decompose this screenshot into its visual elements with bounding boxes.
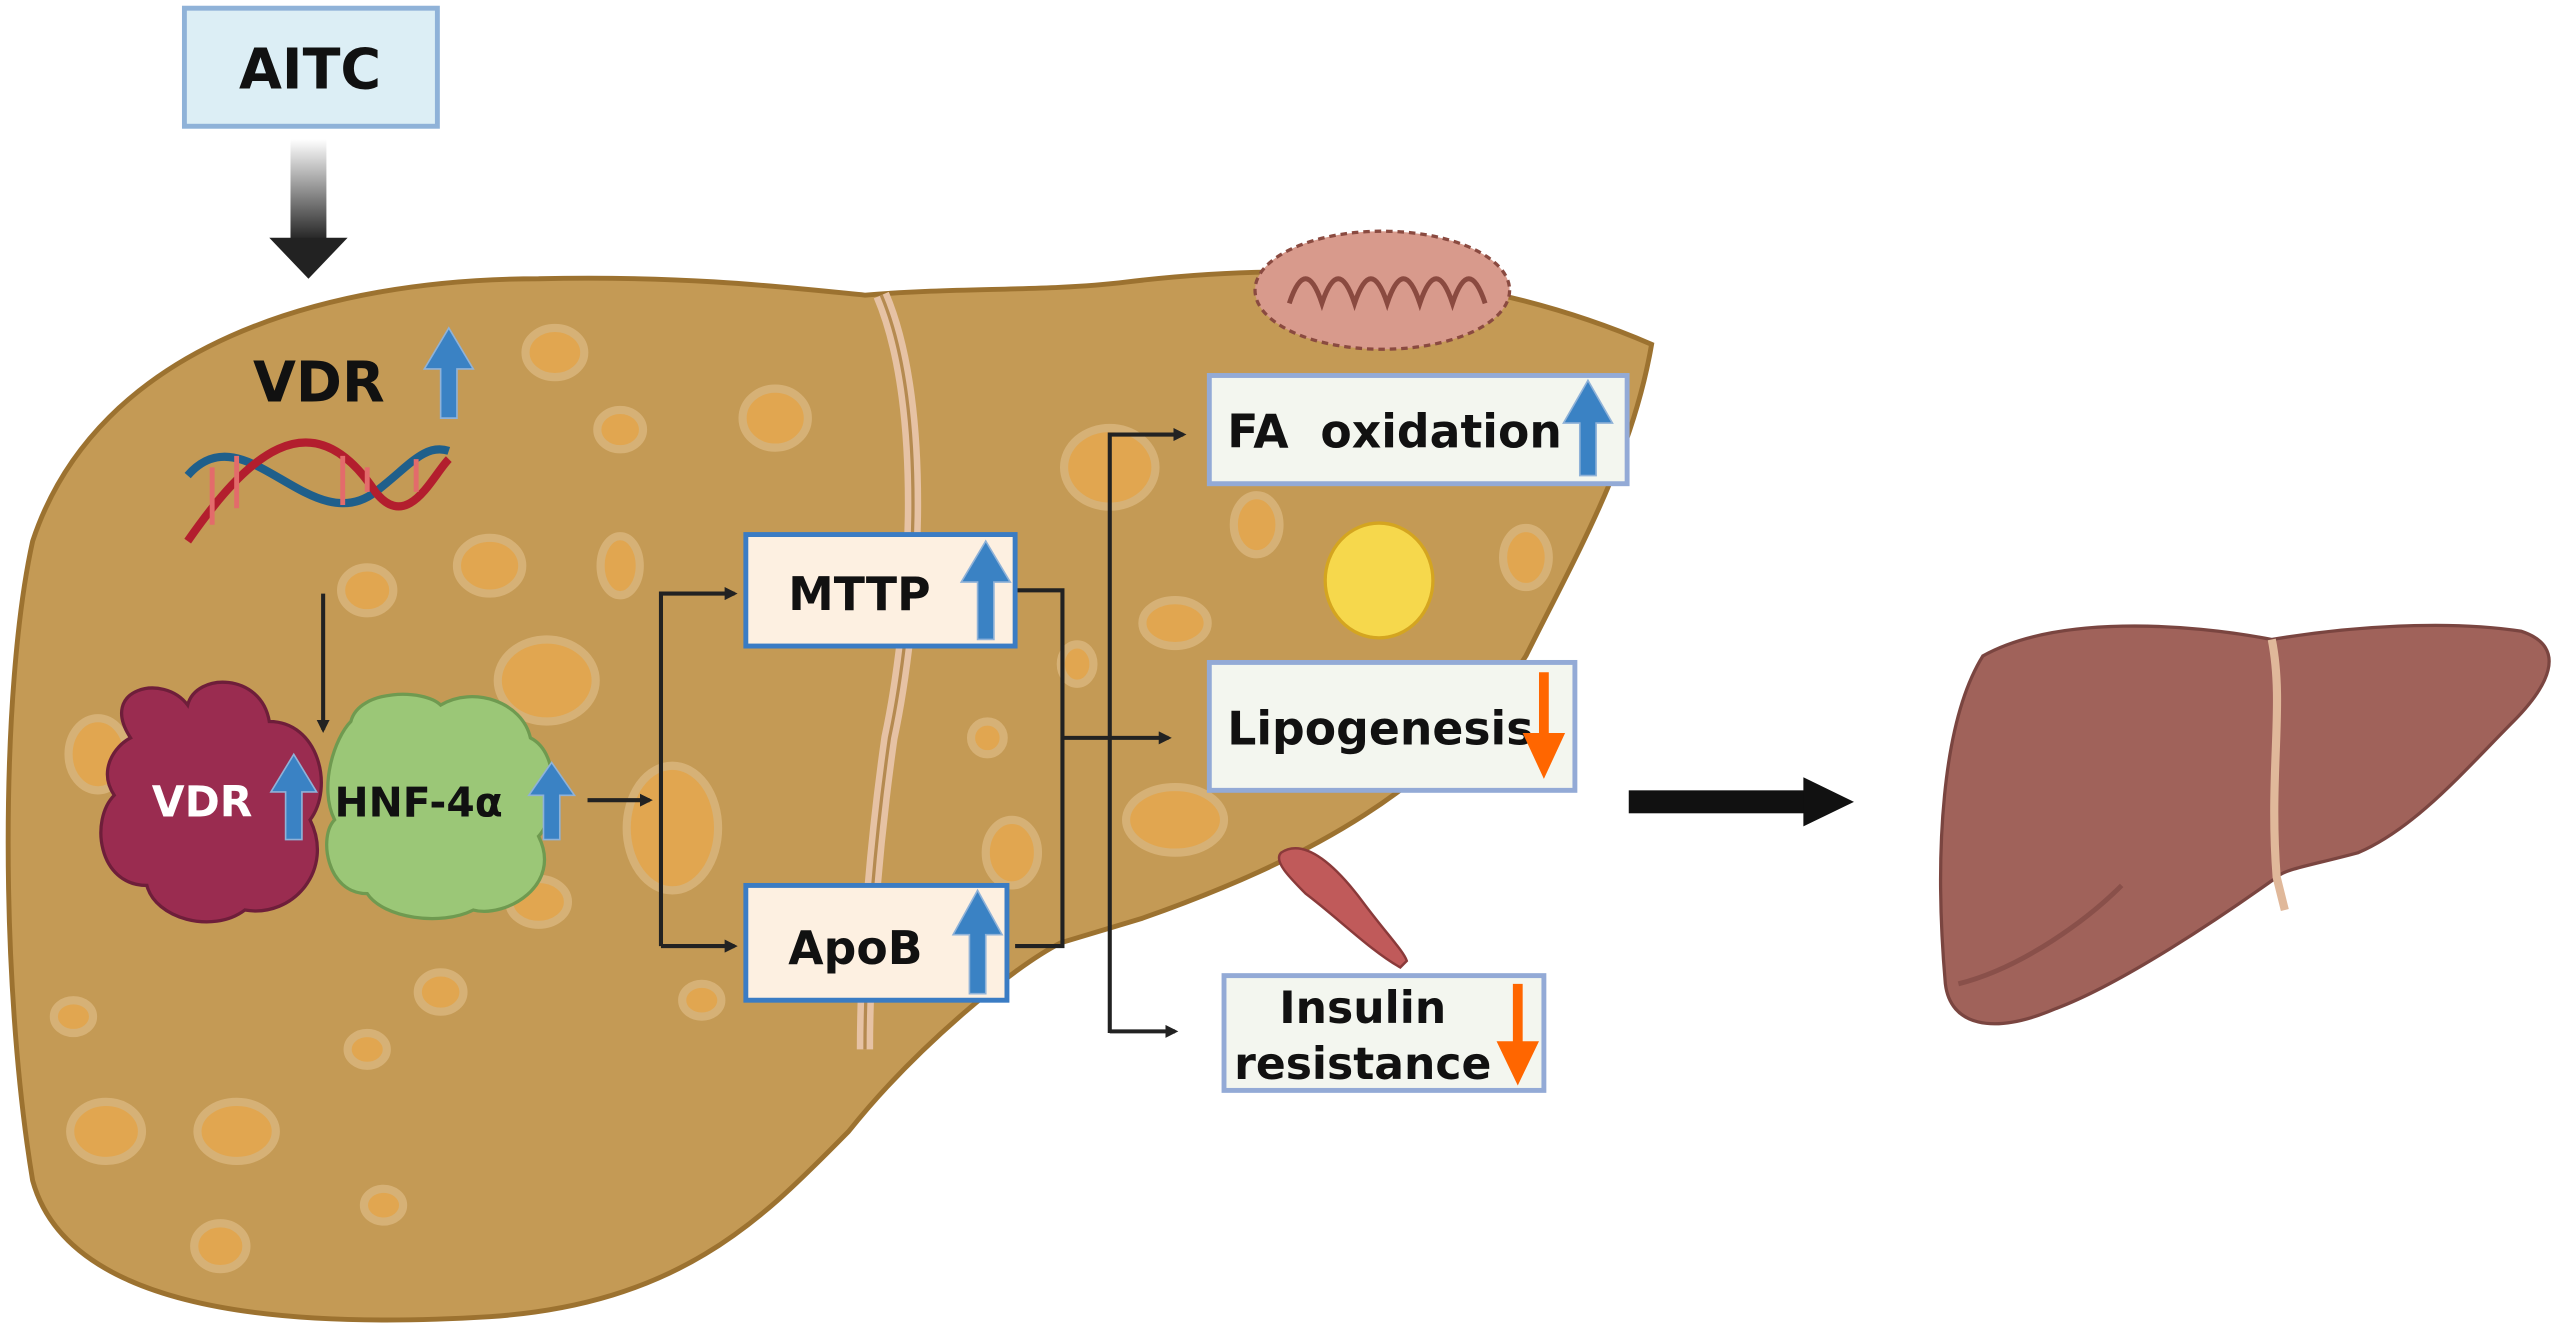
down-arrow-icon [1496,983,1539,1086]
lipogenesis-box: Lipogenesis [1206,659,1578,793]
up-arrow-icon [951,888,1004,995]
lipogenesis-label: Lipogenesis [1227,701,1533,755]
apob-box: ApoB [743,882,1010,1003]
up-arrow-icon [527,761,577,841]
fatty-liver-illustration [5,229,1655,1323]
lipid-droplet-icon [1323,521,1435,640]
fa-oxidation-label: FA oxidation [1227,405,1562,459]
muscle-icon [1277,847,1409,969]
up-arrow-icon [422,326,475,419]
aitc-down-arrow [269,139,348,279]
fa-oxidation-box: FA oxidation [1206,373,1630,487]
down-arrow-icon [1522,672,1566,779]
mitochondrion-icon [1253,229,1512,351]
result-arrow [1628,777,1854,827]
mttp-label: MTTP [788,567,930,621]
aitc-label: AITC [239,37,381,102]
up-arrow-icon [1562,378,1614,477]
hnf4a-label: HNF-4α [335,778,503,826]
branch-connector [658,427,1187,1038]
insulin-resistance-box: Insulin resistance [1221,973,1547,1093]
apob-label: ApoB [788,921,922,975]
insulin-label: Insulin [1279,983,1446,1034]
dna-icon [184,438,452,544]
up-arrow-icon [269,752,319,841]
vdr-protein-label: VDR [152,778,253,827]
mttp-box: MTTP [743,532,1018,649]
vdr-protein: VDR [99,680,323,924]
vdr-gene-label: VDR [253,351,385,416]
aitc-box: AITC [181,5,440,129]
hnf4a-protein: HNF-4α [325,692,577,921]
healthy-liver-illustration [1939,623,2551,1026]
up-arrow-icon [959,539,1012,641]
resistance-label: resistance [1234,1039,1491,1090]
